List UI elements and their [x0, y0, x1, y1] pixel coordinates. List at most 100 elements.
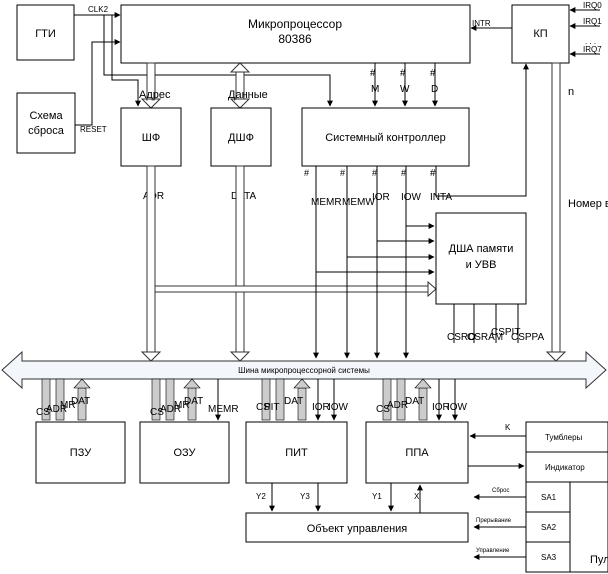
nomer-label: Номер в — [568, 198, 608, 210]
clk2-label: CLK2 — [88, 5, 109, 14]
clk-to-controller-line — [103, 15, 333, 107]
syscontroller-block: Системный контроллер — [301, 107, 470, 167]
d-signal-label: D — [431, 84, 438, 95]
ppa-sig-iow: IOW — [447, 402, 468, 413]
ppa-sig-cs: CS — [376, 404, 390, 415]
reset-block: Схема сброса — [16, 92, 76, 154]
pzu-sig-cs: CS — [36, 407, 50, 418]
irq0-label: IRQ0 — [583, 1, 602, 10]
dshf-label: ДШФ — [228, 132, 254, 144]
inta-label: INTA — [430, 192, 452, 203]
ozu-sig-memr: MEMR — [208, 404, 239, 415]
memw-hash: # — [340, 168, 345, 178]
pzu-sig-dat: DAT — [71, 396, 90, 407]
ior-label: IOR — [372, 192, 390, 203]
pzu-label: ПЗУ — [70, 447, 92, 459]
inta-to-kp-line — [435, 63, 529, 197]
k-label: K — [505, 423, 511, 432]
ppa-sig-dat: DAT — [405, 396, 424, 407]
memr-label: MEMR — [311, 197, 342, 208]
ozu-bus-links — [151, 378, 221, 421]
shf-block: ШФ — [120, 107, 182, 167]
cpu-data-arrow — [229, 62, 251, 109]
pit-label: ПИТ — [285, 447, 308, 459]
gti-block: ГТИ — [16, 4, 75, 61]
intr-label: INTR — [472, 19, 491, 28]
sa1-label[interactable]: SA1 — [541, 493, 557, 502]
bus-title: Шина микропроцессорной системы — [238, 366, 370, 375]
ppa-sig-adr: ADR — [387, 400, 408, 411]
ppa-bus-links — [382, 378, 458, 421]
pit-sig-ior: IOR — [312, 402, 330, 413]
pzu-sig-mr: MR — [60, 400, 76, 411]
object-label: Объект управления — [307, 523, 408, 535]
cpu-label-line1: Микропроцессор — [248, 17, 342, 31]
m-hash: # — [370, 68, 376, 79]
pit-bus-links — [261, 378, 337, 421]
y2-label: Y2 — [256, 492, 266, 501]
memw-label: MEMW — [342, 197, 375, 208]
dsha-block: ДША памяти и УВВ — [435, 212, 527, 305]
ppa-sig-ior: IOR — [432, 402, 450, 413]
pzu-bus-links — [41, 378, 91, 421]
ozu-sig-adr: ADR — [160, 404, 181, 415]
inta-hash: # — [430, 168, 436, 179]
sa2-label[interactable]: SA2 — [541, 523, 557, 532]
pit-sig-cs: CS — [256, 402, 270, 413]
iow-hash: # — [401, 168, 406, 178]
reset-signal-label: RESET — [80, 125, 107, 134]
cpu-address-arrow — [140, 62, 162, 109]
w-hash: # — [400, 68, 406, 79]
reset-label-line2: сброса — [28, 125, 65, 137]
cspit-label: CSPIT — [491, 327, 520, 338]
pit-sig-pit: PIT — [264, 402, 280, 413]
ozu-sig-cs: CS — [150, 407, 164, 418]
ior-hash: # — [372, 168, 377, 178]
kp-label: КП — [533, 28, 547, 40]
console-panel: Тумблеры Индикатор SA1 SA2 SA3 Пул — [525, 421, 608, 573]
object-block: Объект управления — [245, 512, 469, 543]
dshf-block: ДШФ — [210, 107, 272, 167]
adr-to-dsha-arrow — [154, 280, 437, 298]
m-signal-label: M — [371, 84, 379, 95]
ozu-sig-dat: DAT — [184, 396, 203, 407]
sbros-label: Сброс — [492, 488, 509, 494]
preryvanie-label: Прерывание — [476, 518, 512, 524]
clk-to-shf-line — [111, 15, 141, 107]
y3-label: Y3 — [300, 492, 310, 501]
syscontroller-label: Системный контроллер — [325, 132, 446, 144]
shf-label: ШФ — [142, 132, 160, 144]
w-signal-label: W — [400, 84, 410, 95]
ppa-label: ППА — [405, 447, 429, 459]
y1-label: Y1 — [372, 492, 382, 501]
ozu-block: ОЗУ — [139, 421, 230, 484]
cpu-block: Микропроцессор 80386 — [120, 4, 471, 64]
gti-label: ГТИ — [35, 28, 56, 40]
indicator-label: Индикатор — [545, 463, 585, 472]
d-hash: # — [430, 68, 436, 79]
ozu-label: ОЗУ — [173, 447, 196, 459]
console-label: Пул — [590, 554, 608, 566]
cpu-label-line2: 80386 — [278, 32, 312, 46]
shf-bus-arrow — [140, 165, 162, 362]
reset-line — [75, 39, 121, 126]
irq-dots: . . . — [585, 37, 596, 46]
sa3-label[interactable]: SA3 — [541, 553, 557, 562]
tumblers-label: Тумблеры — [545, 433, 583, 442]
csro-label: CSRO — [447, 332, 476, 343]
csppa-label: CSPPA — [511, 332, 544, 343]
irq7-label: IRQ7 — [583, 45, 602, 54]
x-label: X — [414, 492, 420, 501]
kp-number-arrow — [545, 62, 567, 362]
pit-sig-iow: IOW — [328, 402, 349, 413]
upravlenie-label: Управление — [476, 548, 510, 554]
irq1-label: IRQ1 — [583, 17, 602, 26]
ozu-sig-mr: MR — [174, 400, 190, 411]
address-label: Адрес — [139, 89, 171, 101]
dshf-bus-arrow — [229, 165, 251, 362]
reset-label-line1: Схема — [29, 110, 63, 122]
pzu-sig-adr: ADR — [46, 404, 67, 415]
data-label: Данные — [228, 89, 268, 101]
pzu-block: ПЗУ — [35, 421, 126, 484]
